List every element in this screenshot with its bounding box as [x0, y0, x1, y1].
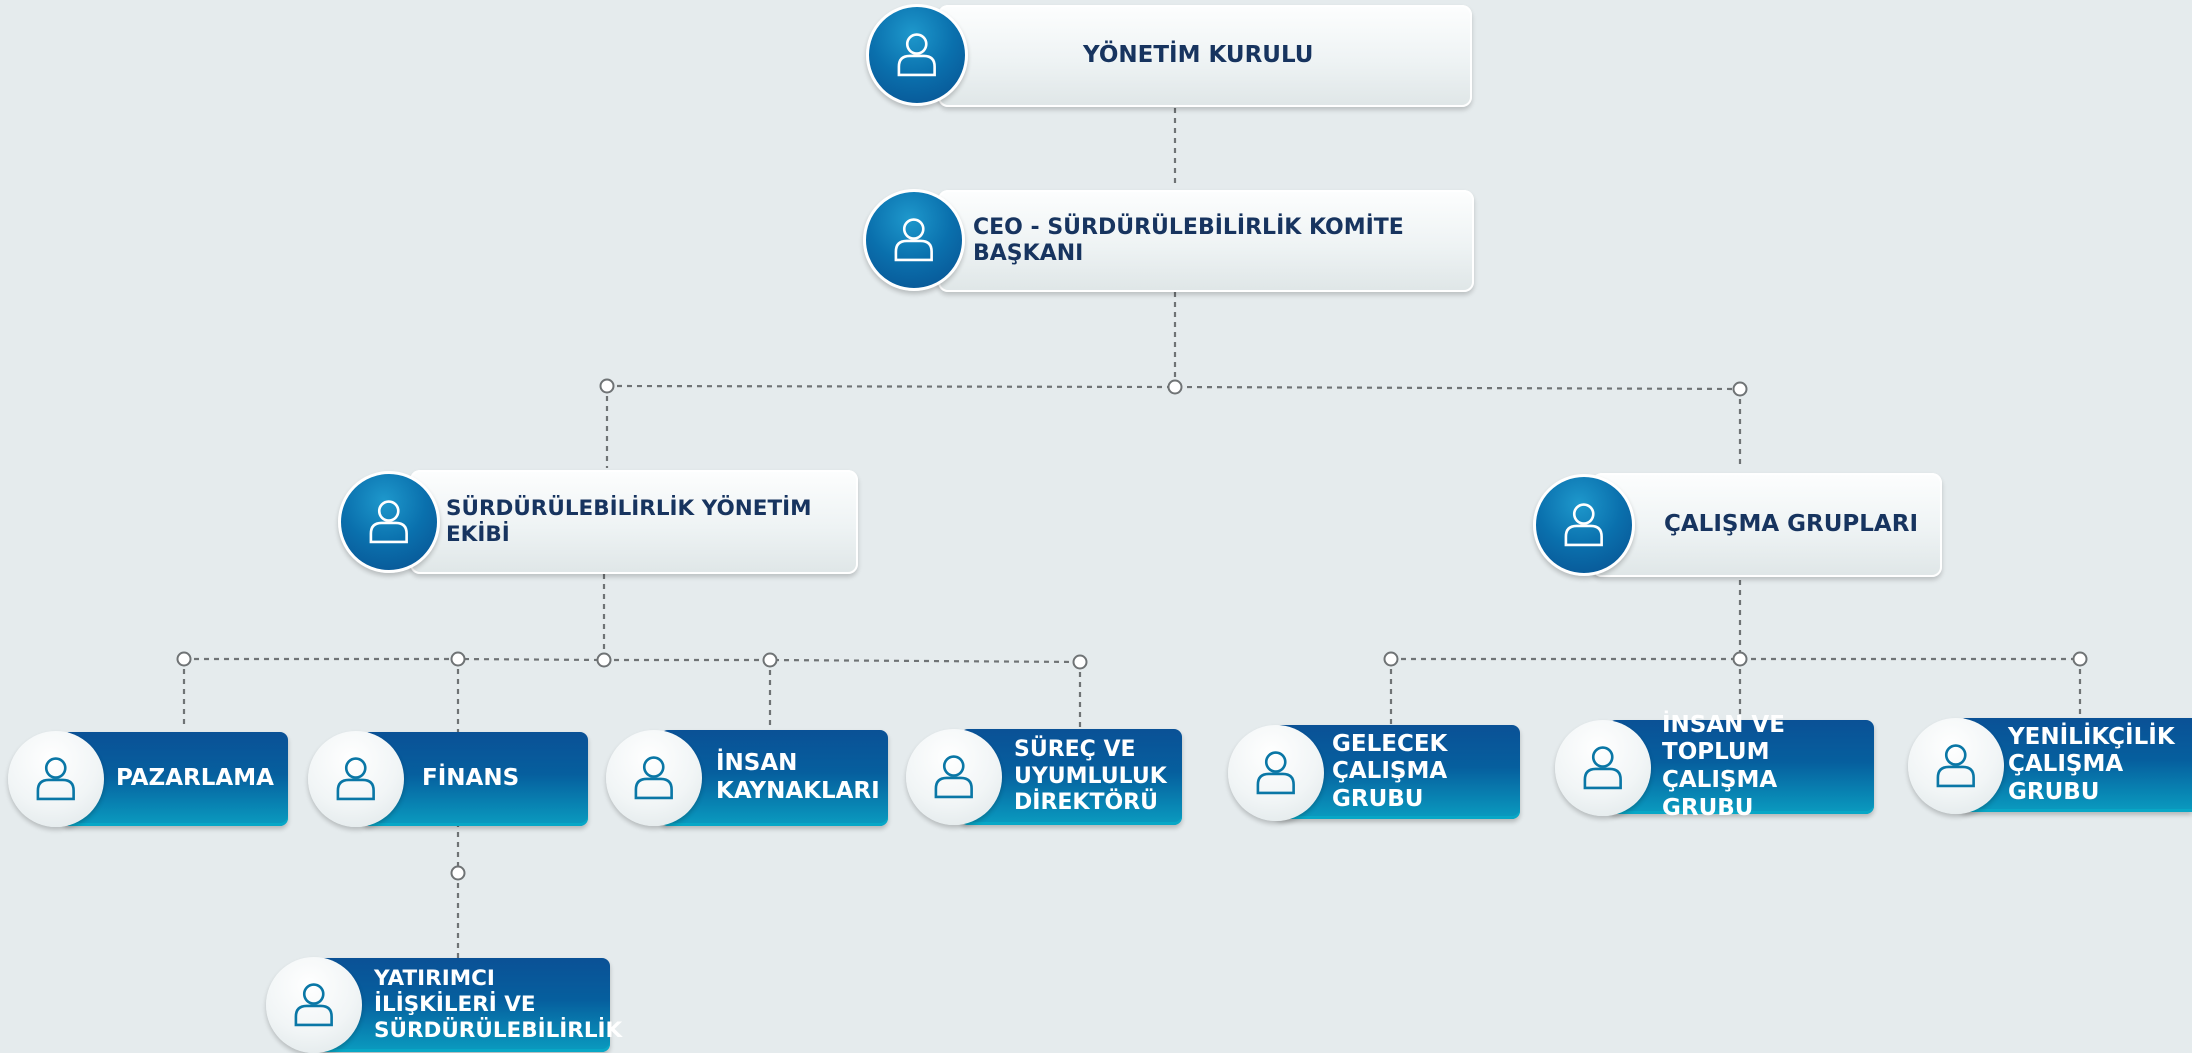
- node-box: YATIRIMCI İLİŞKİLERİ VE SÜRDÜRÜLEBİLİRLİ…: [318, 958, 622, 1052]
- junction-dot: [176, 651, 192, 667]
- person-icon: [863, 189, 965, 291]
- junction-dot: [2072, 651, 2088, 667]
- node-box: CEO - SÜRDÜRÜLEBİLİRLİK KOMİTE BAŞKANI: [938, 190, 1474, 292]
- node-label: PAZARLAMA: [116, 765, 274, 792]
- node-label: ÇALIŞMA GRUPLARI: [1664, 511, 1918, 538]
- node-label: FİNANS: [422, 765, 520, 792]
- node-box: SÜRDÜRÜLEBİLİRLİK YÖNETİM EKİBİ: [410, 470, 858, 574]
- junction-dot: [1383, 651, 1399, 667]
- person-icon: [1555, 720, 1651, 816]
- node-label: SÜREÇ VE UYUMLULUK DİREKTÖRÜ: [1014, 737, 1167, 816]
- person-icon: [266, 957, 362, 1053]
- node-label: YÖNETİM KURULU: [1083, 42, 1314, 69]
- node-box: İNSAN VE TOPLUM ÇALIŞMA GRUBU: [1608, 712, 1874, 821]
- node-label: İNSAN VE TOPLUM ÇALIŞMA GRUBU: [1662, 711, 1785, 821]
- node-label: CEO - SÜRDÜRÜLEBİLİRLİK KOMİTE BAŞKANI: [973, 214, 1404, 266]
- person-icon: [8, 731, 104, 827]
- node-label: İNSAN KAYNAKLARI: [716, 750, 880, 804]
- junction-dot: [762, 652, 778, 668]
- node-label: GELECEK ÇALIŞMA GRUBU: [1332, 730, 1448, 812]
- person-icon: [338, 471, 440, 573]
- junction-dot: [599, 378, 615, 394]
- person-icon: [308, 731, 404, 827]
- node-label: YATIRIMCI İLİŞKİLERİ VE SÜRDÜRÜLEBİLİRLİ…: [374, 966, 623, 1043]
- junction-dot: [450, 651, 466, 667]
- person-icon: [1908, 718, 2004, 814]
- node-box: YENİLİKÇİLİK ÇALIŞMA GRUBU: [1958, 718, 2192, 812]
- person-icon: [906, 729, 1002, 825]
- node-label: SÜRDÜRÜLEBİLİRLİK YÖNETİM EKİBİ: [446, 496, 812, 547]
- junction-dot: [450, 865, 466, 881]
- node-box: ÇALIŞMA GRUPLARI: [1592, 473, 1942, 577]
- person-icon: [866, 4, 968, 106]
- junction-dot: [596, 652, 612, 668]
- person-icon: [1533, 474, 1635, 576]
- junction-dot: [1072, 654, 1088, 670]
- node-label: YENİLİKÇİLİK ÇALIŞMA GRUBU: [2008, 723, 2175, 805]
- person-icon: [606, 730, 702, 826]
- junction-dot: [1167, 379, 1183, 395]
- node-box: YÖNETİM KURULU: [938, 5, 1472, 107]
- junction-dot: [1732, 651, 1748, 667]
- person-icon: [1228, 725, 1324, 821]
- junction-dot: [1732, 381, 1748, 397]
